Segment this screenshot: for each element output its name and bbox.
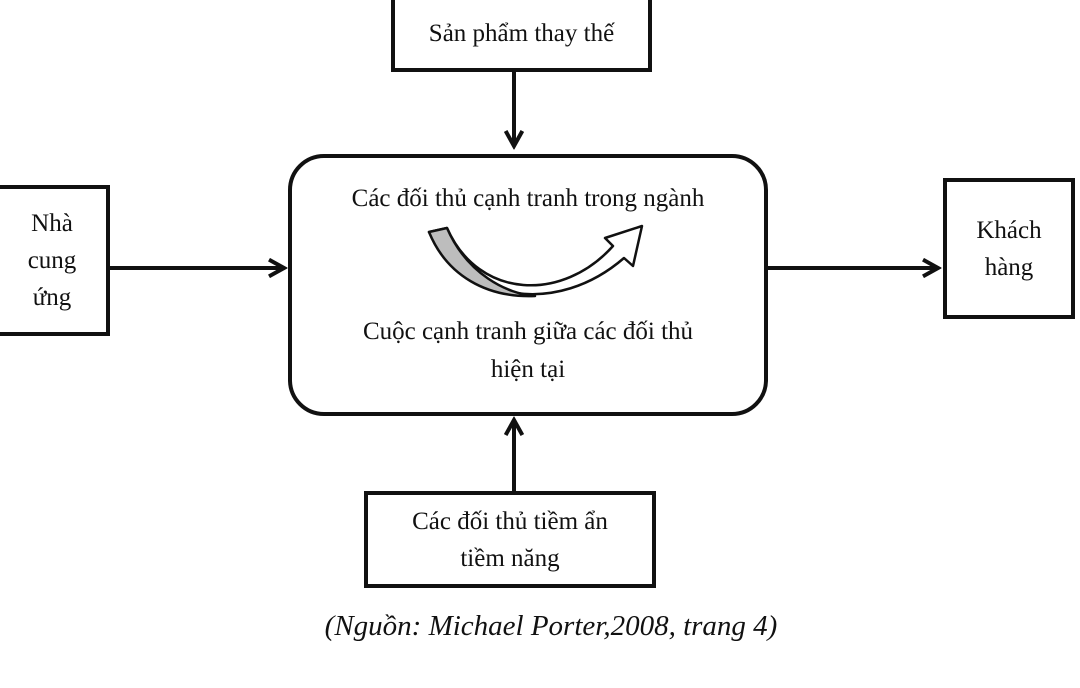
substitutes-box: Sản phẩm thay thế	[391, 0, 652, 72]
potential-entrants-box: Các đối thủ tiềm ẩn tiềm năng	[364, 491, 656, 588]
suppliers-box: Nhà cung ứng	[0, 185, 110, 336]
center-subtitle-line-1: Cuộc cạnh tranh giữa các đối thủ	[362, 318, 694, 345]
suppliers-label-line-3: ứng	[32, 284, 72, 311]
substitutes-label: Sản phẩm thay thế	[428, 19, 615, 47]
entrants-label-line-2: tiềm năng	[460, 544, 560, 572]
center-subtitle-line-2: hiện tại	[490, 356, 566, 383]
customers-label-line-2: hàng	[984, 253, 1034, 281]
suppliers-label-line-1: Nhà	[31, 210, 73, 237]
suppliers-label-line-2: cung	[27, 247, 77, 274]
industry-competitors-box: Các đối thủ cạnh tranh trong ngành Cuộc …	[288, 154, 768, 416]
customers-label-line-1: Khách	[976, 216, 1042, 244]
customers-box: Khách hàng	[943, 178, 1075, 319]
source-caption: (Nguồn: Michael Porter,2008, trang 4)	[324, 610, 778, 642]
entrants-label-line-1: Các đối thủ tiềm ẩn	[412, 507, 608, 535]
center-title: Các đối thủ cạnh tranh trong ngành	[351, 185, 705, 212]
rivalry-curved-arrow-icon	[427, 224, 644, 298]
